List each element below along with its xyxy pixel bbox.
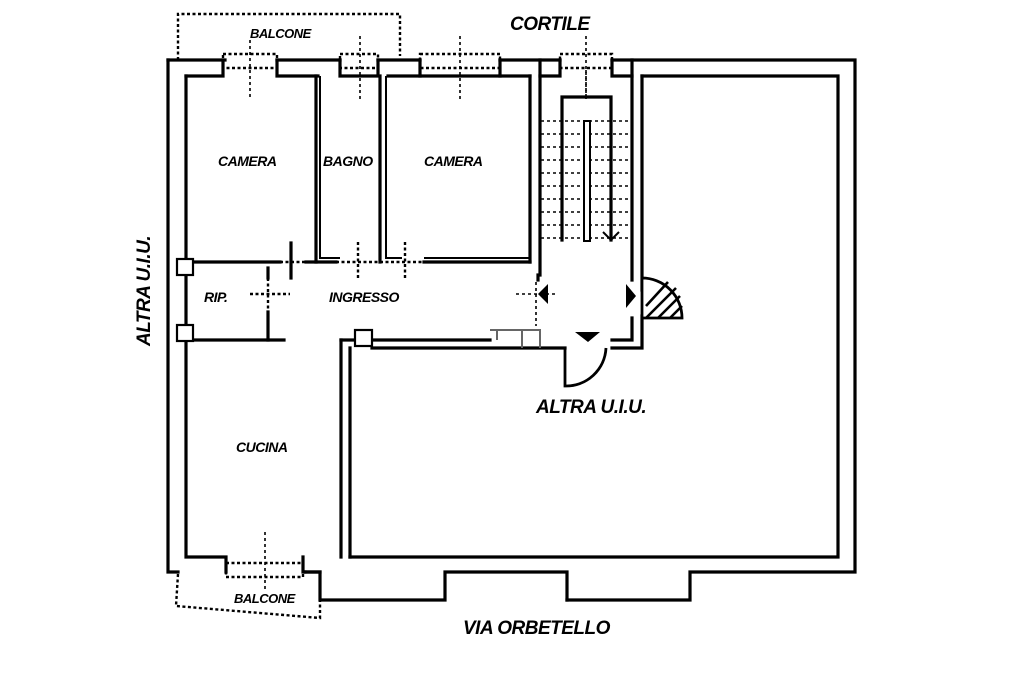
pillar [175,323,195,343]
room-label-camera-1: CAMERA [218,153,277,169]
door-openings [250,242,556,326]
window [338,52,380,70]
room-labels: CAMERA BAGNO CAMERA RIP. INGRESSO CUCINA [204,153,483,455]
pillar [175,257,195,277]
pillar [353,328,374,348]
room-label-ripostiglio: RIP. [204,289,227,305]
entry-door-staircase [626,276,684,320]
context-labels: CORTILE VIA ORBETELLO ALTRA U.I.U. ALTRA… [134,14,647,639]
balcony-top: BALCONE [176,12,402,60]
entry-door-apartment [563,332,608,388]
window [221,52,279,70]
room-label-camera-2: CAMERA [424,153,483,169]
pillars [175,257,374,348]
balcony-bottom-label: BALCONE [234,591,296,606]
interior-walls [190,58,644,559]
room-label-ingresso: INGRESSO [329,289,400,305]
label-cortile: CORTILE [510,14,591,35]
staircase [541,70,632,242]
balcony-top-label: BALCONE [250,26,312,41]
label-via-orbetello: VIA ORBETELLO [463,618,611,639]
windows [221,36,614,592]
label-altra-uiu-right: ALTRA U.I.U. [535,397,646,418]
room-label-bagno: BAGNO [323,153,373,169]
room-label-cucina: CUCINA [236,439,288,455]
balcony-bottom: BALCONE [174,572,322,620]
inner-door-marker [538,284,548,304]
label-altra-uiu-left: ALTRA U.I.U. [134,236,155,347]
